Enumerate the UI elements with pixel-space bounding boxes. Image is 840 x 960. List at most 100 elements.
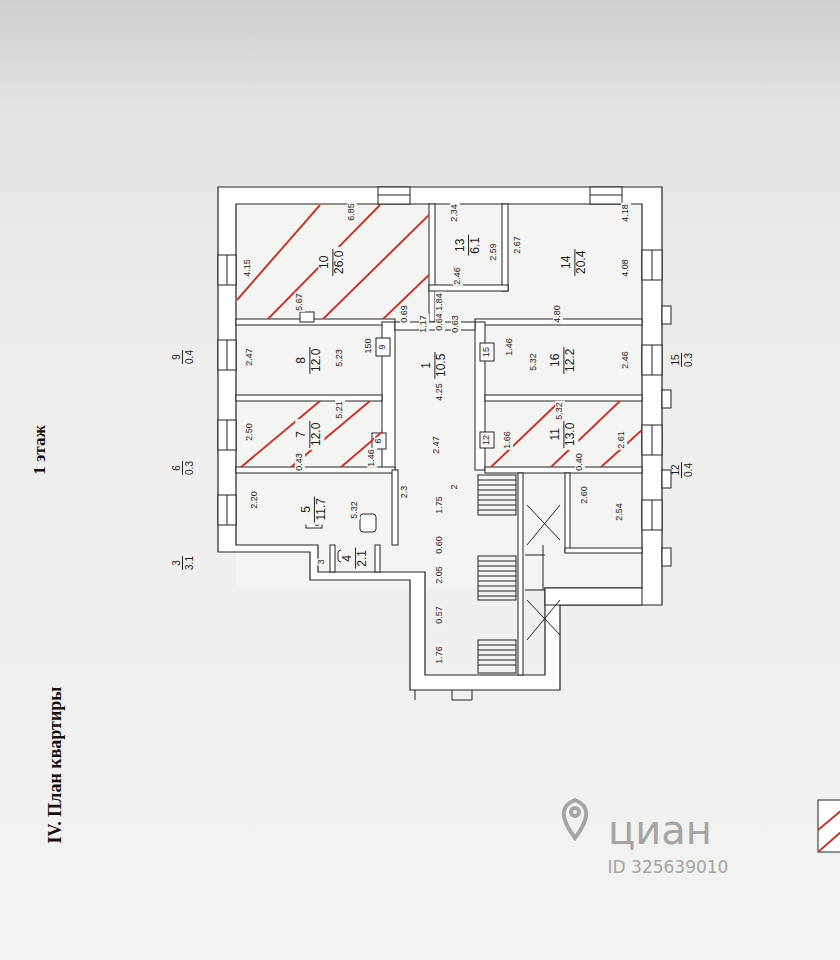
room-number: 6 xyxy=(374,437,384,444)
dimension: 2.3 xyxy=(400,485,410,500)
window-glass xyxy=(227,195,652,530)
dimension: 1.46 xyxy=(505,337,515,357)
room-label: 712.0 xyxy=(295,418,324,449)
fragment-hatch xyxy=(818,805,840,852)
pin-dot xyxy=(571,808,579,816)
niche xyxy=(300,312,314,322)
floor-heading: 1 этаж xyxy=(31,425,50,474)
room-area: 26.0 xyxy=(333,248,347,275)
dimension: 2.47 xyxy=(432,435,442,455)
room-label: 812.0 xyxy=(295,344,324,375)
dimension: 2.20 xyxy=(250,490,260,510)
area-fraction: 0.4 xyxy=(683,463,694,477)
dimension: 0.69 xyxy=(400,304,410,324)
dimension: 0.57 xyxy=(435,605,445,625)
wall xyxy=(545,588,642,605)
area-fraction: 12 xyxy=(670,464,681,475)
room-number: 14 xyxy=(561,248,576,275)
stair-treads xyxy=(478,480,516,510)
dimension: 6.85 xyxy=(347,202,357,222)
room-area: 12.0 xyxy=(310,346,324,373)
plan-title: IV. План квартиры xyxy=(45,687,66,844)
hatch-room xyxy=(490,401,642,467)
room-number: 1 xyxy=(421,351,436,378)
niche xyxy=(376,338,390,356)
room-area: 12.0 xyxy=(310,420,324,447)
dimension: 0.43 xyxy=(295,452,305,472)
windows xyxy=(218,187,662,530)
wall xyxy=(518,473,523,675)
dimension: 5.21 xyxy=(335,400,345,420)
dimension: 2.05 xyxy=(435,565,445,585)
room-label: 1026.0 xyxy=(319,246,348,277)
room-area: 6.1 xyxy=(469,235,483,256)
hatch-lines xyxy=(818,805,840,852)
area-fraction: 3.1 xyxy=(184,556,195,570)
room-label: 42.1 xyxy=(341,546,370,571)
dimension: 4.80 xyxy=(553,304,563,324)
wall xyxy=(330,545,335,572)
dimension: 1.46 xyxy=(367,448,377,468)
wall xyxy=(485,395,642,401)
dimension: 4.18 xyxy=(621,203,631,223)
room-label: 110.5 xyxy=(421,349,450,380)
dimension: 1.76 xyxy=(435,645,445,665)
watermark-pin xyxy=(564,800,587,838)
stair-treads xyxy=(478,561,516,596)
room-number: 5 xyxy=(300,496,315,522)
stair-treads xyxy=(478,645,516,665)
watermark: циан xyxy=(608,808,712,852)
dimension: 0.60 xyxy=(435,535,445,555)
room-label: 1420.4 xyxy=(561,246,590,277)
area-fraction: 3 xyxy=(171,560,182,566)
dimension: 1.66 xyxy=(503,430,513,450)
room: 1612.2 xyxy=(485,325,642,395)
room-area: 13.0 xyxy=(564,420,578,447)
entrance-steps xyxy=(415,690,472,700)
hatch-room xyxy=(237,205,429,319)
room-area: 2.1 xyxy=(356,548,370,569)
outer-wall xyxy=(218,187,662,690)
wall xyxy=(236,467,395,473)
wall xyxy=(236,395,382,401)
room-label: 136.1 xyxy=(454,233,483,258)
dimension: 0.64 xyxy=(435,312,445,332)
corner-fragment xyxy=(818,800,840,852)
area-fraction: 9 xyxy=(171,354,182,360)
dimension: 2.50 xyxy=(245,422,255,442)
stair-flight xyxy=(478,475,516,515)
room: 1026.0 xyxy=(237,205,429,319)
dimension: 1.17 xyxy=(419,314,429,334)
room-area: 12.2 xyxy=(564,346,578,373)
room-label: 511.7 xyxy=(300,494,329,524)
room-number: 10 xyxy=(319,248,334,275)
wall xyxy=(392,470,398,545)
pilasters xyxy=(662,306,671,566)
room-number: 2 xyxy=(450,483,460,490)
dimension: 0.40 xyxy=(575,452,585,472)
room-area: 10.5 xyxy=(435,351,449,378)
dimension: 2.61 xyxy=(617,430,627,450)
dimension: 0.63 xyxy=(451,314,461,334)
room-number: 11 xyxy=(549,420,564,447)
dimension: 5.32 xyxy=(350,500,360,520)
room-area: 11.7 xyxy=(315,496,329,522)
wall xyxy=(375,545,380,572)
room-number: 16 xyxy=(549,346,564,373)
area-fraction: 15 xyxy=(670,354,681,365)
hatch-room xyxy=(240,401,382,467)
hatch-lines xyxy=(240,401,382,467)
stair-flight xyxy=(478,556,516,600)
dimension: 1.75 xyxy=(435,495,445,515)
dimension: 150 xyxy=(364,337,374,354)
dimension: 2.60 xyxy=(580,485,590,505)
fraction-bars xyxy=(183,350,682,570)
red-hatching xyxy=(237,205,642,468)
sink xyxy=(360,514,376,532)
dimension: 2.46 xyxy=(621,350,631,370)
area-fraction: 0.3 xyxy=(683,353,694,367)
niche xyxy=(480,343,494,361)
room: 42.1 xyxy=(335,545,375,572)
area-fraction: 6 xyxy=(171,465,182,471)
